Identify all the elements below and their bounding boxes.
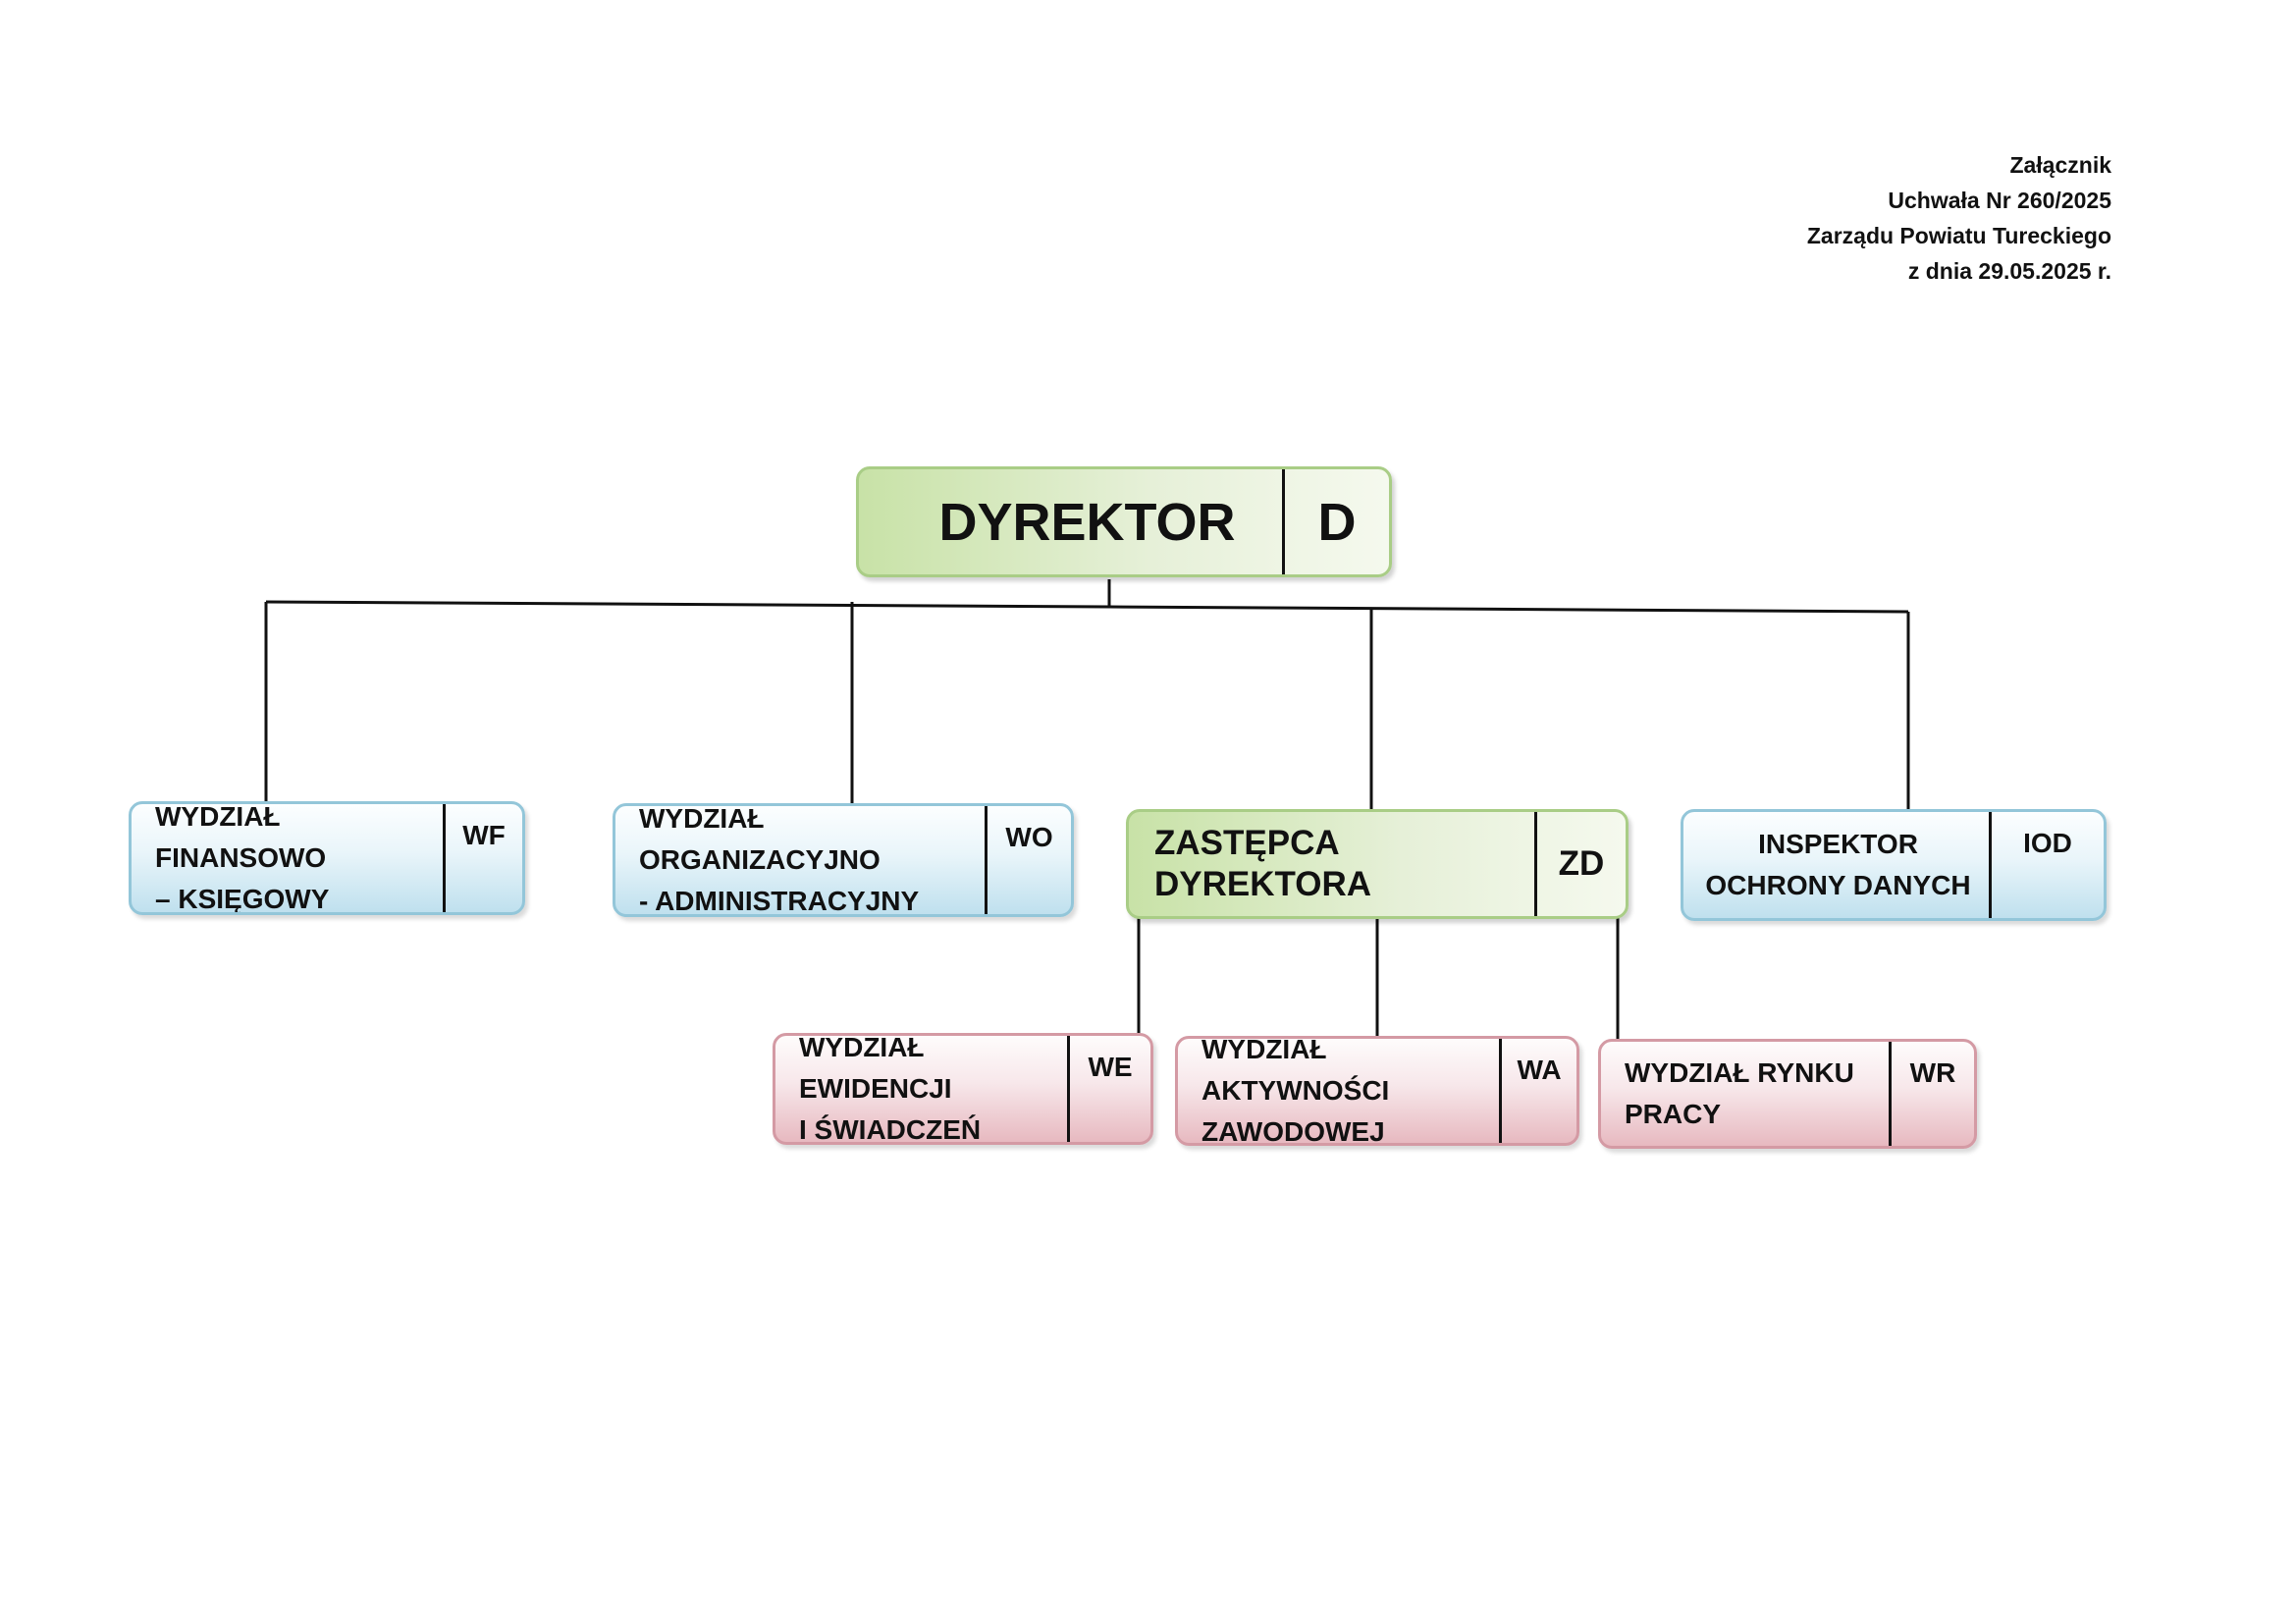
data-protection-inspector-name: INSPEKTOR OCHRONY DANYCH [1705,829,1971,900]
deputy-director-name: ZASTĘPCA DYREKTORA [1154,824,1372,903]
director-box: DYREKTOR D [856,466,1392,577]
records-department-code: WE [1067,1036,1150,1142]
resolution-date: z dnia 29.05.2025 r. [1907,258,2111,284]
finance-department-box: WYDZIAŁ FINANSOWO – KSIĘGOWY WF [129,801,525,915]
deputy-director-box: ZASTĘPCA DYREKTORA ZD [1126,809,1629,919]
labor-market-department-box: WYDZIAŁ RYNKU PRACY WR [1598,1039,1977,1149]
connector-main-bar [265,600,1909,614]
activity-department-name: WYDZIAŁ AKTYWNOŚCI ZAWODOWEJ [1201,1036,1390,1146]
attachment-label: Załącznik [2009,152,2111,178]
attachment-header: Załącznik Uchwała Nr 260/2025 Zarządu Po… [1807,147,2111,289]
organization-department-name: WYDZIAŁ ORGANIZACYJNO - ADMINISTRACYJNY [639,803,920,916]
organization-department-code: WO [985,806,1071,914]
organization-department-box: WYDZIAŁ ORGANIZACYJNO - ADMINISTRACYJNY … [613,803,1074,917]
labor-market-department-name: WYDZIAŁ RYNKU PRACY [1625,1057,1854,1129]
data-protection-inspector-code: IOD [1989,812,2104,918]
resolution-number: Uchwała Nr 260/2025 [1888,188,2111,213]
issuing-body: Zarządu Powiatu Tureckiego [1806,223,2111,248]
labor-market-department-code: WR [1889,1042,1974,1146]
deputy-director-code: ZD [1534,812,1626,916]
data-protection-inspector-box: INSPEKTOR OCHRONY DANYCH IOD [1681,809,2107,921]
activity-department-code: WA [1499,1039,1576,1143]
finance-department-name: WYDZIAŁ FINANSOWO – KSIĘGOWY [155,801,330,914]
director-name: DYREKTOR [938,492,1236,552]
activity-department-box: WYDZIAŁ AKTYWNOŚCI ZAWODOWEJ WA [1175,1036,1579,1146]
director-code: D [1282,469,1389,574]
records-department-name: WYDZIAŁ EWIDENCJI I ŚWIADCZEŃ [799,1033,982,1145]
finance-department-code: WF [443,804,522,912]
records-department-box: WYDZIAŁ EWIDENCJI I ŚWIADCZEŃ WE [773,1033,1153,1145]
